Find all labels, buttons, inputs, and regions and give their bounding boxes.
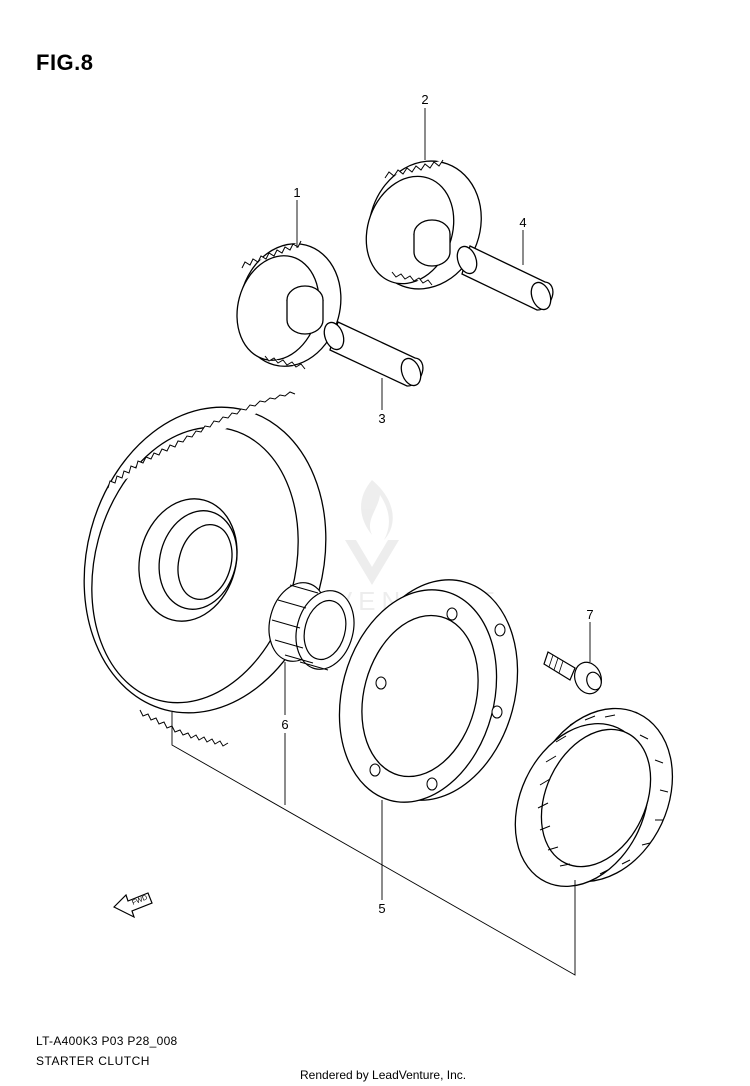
render-credit: Rendered by LeadVenture, Inc. (300, 1068, 467, 1082)
part-7-bolt[interactable] (543, 651, 606, 697)
leader-lines (171, 108, 591, 976)
part-4-shaft[interactable] (454, 244, 554, 312)
callout-3: 3 (378, 411, 385, 426)
part-2-idle-gear[interactable] (351, 145, 499, 305)
model-code: LT-A400K3 P03 P28_008 (36, 1034, 178, 1048)
part-1-idle-gear[interactable] (226, 232, 355, 378)
callout-4: 4 (519, 215, 526, 230)
callout-numbers: 1 2 3 4 5 6 7 (281, 92, 593, 916)
part-6-needle-bearing[interactable] (261, 576, 363, 676)
one-way-clutch[interactable] (490, 685, 700, 909)
section-name: STARTER CLUTCH (36, 1054, 150, 1068)
callout-7: 7 (586, 607, 593, 622)
figure-title: FIG.8 (36, 50, 94, 75)
callout-1: 1 (293, 185, 300, 200)
callout-6: 6 (281, 717, 288, 732)
part-3-shaft[interactable] (321, 320, 424, 388)
callout-2: 2 (421, 92, 428, 107)
part-5-clutch-body[interactable] (317, 561, 542, 820)
fwd-direction-arrow: FWD (112, 892, 153, 919)
starter-driven-gear[interactable] (51, 380, 359, 747)
callout-5: 5 (378, 901, 385, 916)
